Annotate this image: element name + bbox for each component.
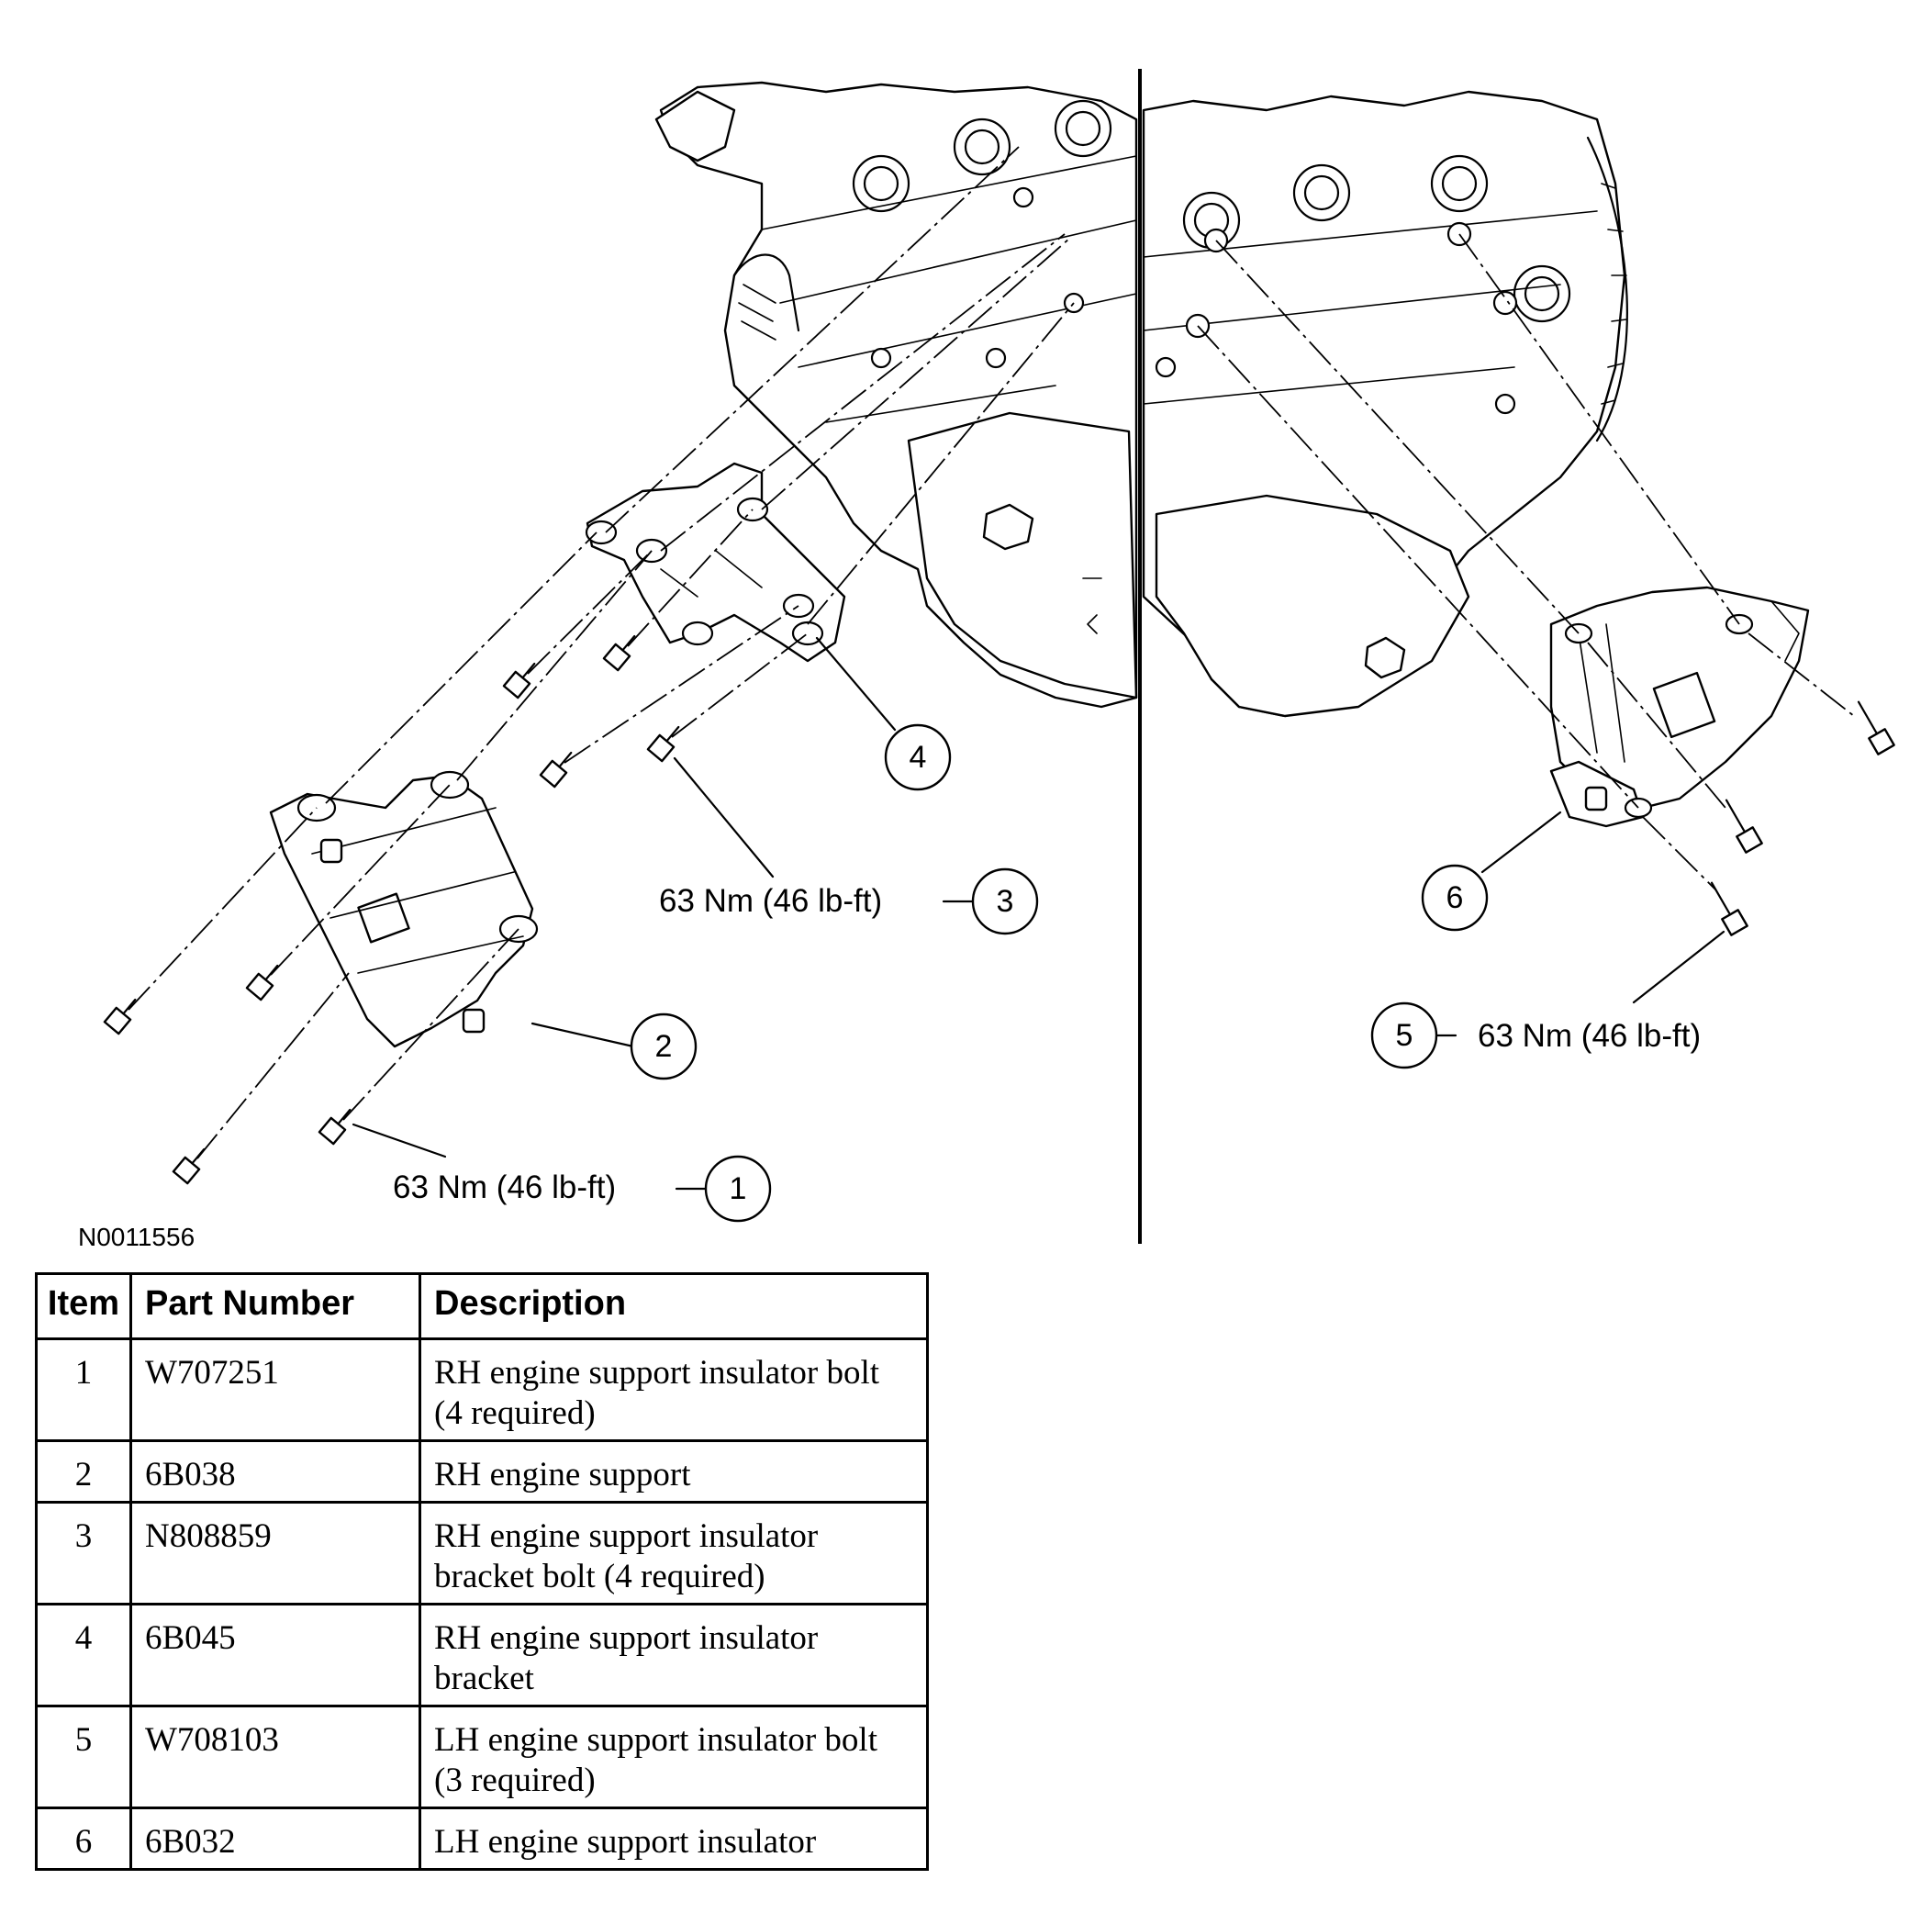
lh-alignment-lines [1197,233,1855,891]
cell-description: RH engine support insulator bolt (4 requ… [419,1337,929,1442]
callout-1: 63 Nm (46 lb-ft) 1 [352,1123,772,1223]
table-row: 3 N808859 RH engine support insulator br… [35,1501,929,1605]
column-header-description: Description [419,1272,929,1340]
callout-1-torque: 63 Nm (46 lb-ft) [393,1169,616,1205]
callout-5: 5 63 Nm (46 lb-ft) [1370,930,1725,1069]
cell-part-number: W708103 [129,1705,421,1809]
lh-bolts [1710,700,1895,936]
cell-item: 2 [35,1439,132,1504]
table-row: 5 W708103 LH engine support insulator bo… [35,1705,929,1809]
callout-5-number: 5 [1396,1018,1413,1053]
cell-item: 1 [35,1337,132,1442]
table-row: 6 6B032 LH engine support insulator [35,1807,929,1871]
table-row: 1 W707251 RH engine support insulator bo… [35,1337,929,1442]
column-header-part-number: Part Number [129,1272,421,1340]
cell-item: 5 [35,1705,132,1809]
cell-part-number: W707251 [129,1337,421,1442]
callout-3-torque: 63 Nm (46 lb-ft) [659,883,882,919]
cell-description: RH engine support [419,1439,929,1504]
callout-4-number: 4 [910,740,927,775]
callout-2: 2 [530,1012,698,1080]
callout-4: 4 [815,636,952,791]
callout-6-number: 6 [1446,880,1464,915]
exploded-view-diagram: 4 63 Nm (46 lb-ft) 3 2 63 Nm (46 lb-ft) … [78,69,1895,1251]
callout-3-number: 3 [997,884,1014,919]
rh-bolts [103,634,680,1185]
table-row: 4 6B045 RH engine support insulator brac… [35,1603,929,1707]
callout-1-number: 1 [730,1171,747,1206]
figure-id: N0011556 [78,1223,195,1251]
cell-item: 4 [35,1603,132,1707]
cell-description: LH engine support insulator [419,1807,929,1871]
callout-5-torque: 63 Nm (46 lb-ft) [1478,1018,1701,1054]
column-header-item: Item [35,1272,132,1340]
cell-description: RH engine support insulator bracket bolt… [419,1501,929,1605]
table-row: 2 6B038 RH engine support [35,1439,929,1504]
cell-part-number: 6B045 [129,1603,421,1707]
rh-alignment-lines [128,146,1075,1159]
rh-insulator-bracket [585,462,846,663]
cell-part-number: 6B038 [129,1439,421,1504]
lh-insulator [1549,586,1810,828]
cell-item: 3 [35,1501,132,1605]
cell-description: RH engine support insulator bracket [419,1603,929,1707]
table-header-row: Item Part Number Description [35,1272,929,1340]
engine-block-right [1142,90,1628,718]
callout-6: 6 [1421,811,1562,932]
cell-part-number: N808859 [129,1501,421,1605]
engine-block-left [654,81,1138,709]
parts-table: Item Part Number Description 1 W707251 R… [35,1272,929,1871]
cell-item: 6 [35,1807,132,1871]
rh-engine-support [269,770,539,1048]
callout-3: 63 Nm (46 lb-ft) 3 [659,756,1039,935]
cell-description: LH engine support insulator bolt (3 requ… [419,1705,929,1809]
cell-part-number: 6B032 [129,1807,421,1871]
callout-2-number: 2 [655,1029,673,1064]
